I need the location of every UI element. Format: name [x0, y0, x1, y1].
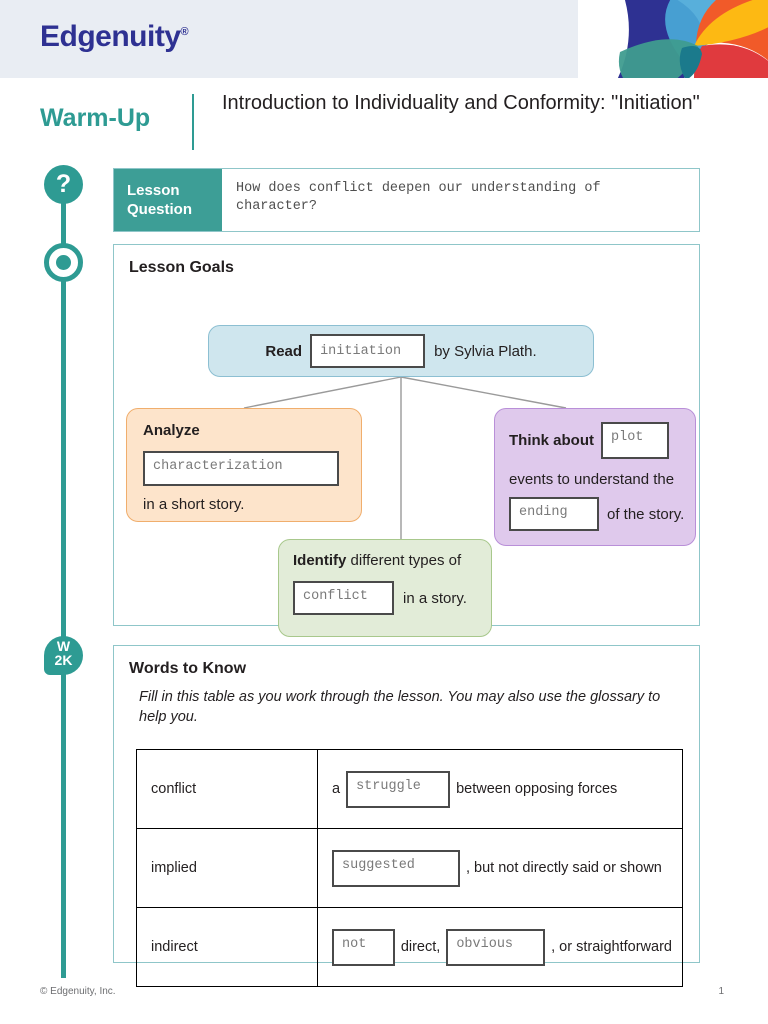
goal-read-suffix: by Sylvia Plath.	[434, 342, 537, 360]
lesson-question-panel: Lesson Question How does conflict deepen…	[113, 168, 700, 232]
goal-think-tail: of the story.	[607, 505, 685, 523]
vocabulary-answer-input[interactable]: suggested	[332, 849, 460, 887]
goal-think-box: Think about plot events to understand th…	[494, 408, 696, 546]
table-row: conflict a struggle between opposing forces	[136, 749, 683, 829]
goal-identify-box: Identify different types of conflict in …	[278, 539, 492, 637]
words-to-know-instructions: Fill in this table as you work through t…	[139, 689, 661, 725]
definition-flow: a struggle between opposing forces	[332, 770, 672, 808]
goal-identify-label-rest: different types of	[350, 552, 462, 569]
words-to-know-glyph: W 2K	[44, 636, 83, 675]
vocabulary-definition: suggested , but not directly said or show…	[317, 828, 683, 908]
app-header: Edgenuity®	[0, 0, 768, 78]
goal-read-box: Read initiation by Sylvia Plath.	[208, 325, 594, 377]
goal-analyze-box: Analyze characterization in a short stor…	[126, 408, 362, 522]
table-row: implied suggested , but not directly said …	[136, 828, 683, 908]
goal-read-answer-input[interactable]: initiation	[310, 334, 426, 368]
words-to-know-panel: Words to Know Fill in this table as you …	[113, 645, 700, 987]
lesson-question-tag-line-1: Lesson	[127, 182, 180, 199]
lesson-question-tag: Lesson Question	[114, 169, 222, 231]
vocabulary-answer-input[interactable]: obvious	[446, 928, 546, 966]
goal-identify-answer-input[interactable]: conflict	[293, 581, 394, 615]
edgenuity-petal-graphic	[578, 0, 768, 78]
w2k-line-2: 2K	[54, 652, 73, 668]
vocabulary-answer-input[interactable]: not	[332, 928, 395, 966]
goal-analyze-answer-input[interactable]: characterization	[143, 451, 339, 486]
question-mark-glyph: ?	[44, 165, 83, 204]
registered-trademark-icon: ®	[180, 26, 189, 38]
goal-think-middle: events to understand the	[509, 471, 675, 488]
copyright-notice: © Edgenuity, Inc.	[40, 986, 116, 997]
edgenuity-logo: Edgenuity®	[40, 20, 189, 54]
vocabulary-answer-input[interactable]: struggle	[346, 770, 451, 808]
table-row: indirect not direct, obvious , or straightfo…	[136, 907, 683, 987]
lesson-goals-panel: Lesson Goals Read initiation by Sylvia P…	[113, 244, 701, 637]
vocabulary-definition: not direct, obvious , or straightforward	[317, 907, 683, 987]
goal-think-answer-input-2[interactable]: ending	[509, 497, 599, 531]
definition-text: direct,	[400, 939, 441, 955]
page-title: Introduction to Individuality and Confor…	[222, 92, 700, 114]
section-rail	[61, 176, 66, 978]
w2k-line-1: W	[56, 638, 71, 654]
page-number: 1	[718, 986, 724, 997]
goal-analyze-tail: in a short story.	[143, 496, 245, 513]
lesson-question-text: How does conflict deepen our understandi…	[236, 181, 601, 214]
vocabulary-term: indirect	[136, 907, 318, 987]
goal-read-label: Read	[265, 342, 303, 360]
target-glyph	[44, 243, 83, 282]
goal-think-label: Think about	[509, 432, 594, 449]
words-to-know-icon: W 2K	[44, 636, 83, 675]
definition-flow: not direct, obvious , or straightforward	[332, 928, 672, 966]
diagram-connectors	[243, 376, 567, 539]
vocabulary-table: conflict a struggle between opposing forces…	[136, 749, 683, 987]
title-divider	[192, 94, 194, 150]
words-to-know-heading: Words to Know	[129, 660, 247, 677]
vocabulary-term: implied	[136, 828, 318, 908]
goal-identify-tail: in a story.	[403, 589, 467, 607]
lesson-goals-diagram: Read initiation by Sylvia Plath. Analyze…	[114, 277, 701, 637]
lesson-goals-heading: Lesson Goals	[129, 259, 234, 276]
goal-analyze-label: Analyze	[143, 422, 200, 439]
vocabulary-table-body: conflict a struggle between opposing forces…	[136, 749, 683, 987]
definition-text: , but not directly said or shown	[466, 860, 662, 876]
question-mark-icon: ?	[44, 165, 83, 204]
definition-text: a	[332, 781, 341, 797]
brand-name: Edgenuity	[40, 20, 181, 53]
definition-flow: suggested , but not directly said or show…	[332, 849, 672, 887]
activity-type-label: Warm-Up	[40, 104, 151, 132]
page-title-row: Warm-Up Introduction to Individuality an…	[0, 78, 768, 170]
lesson-question-tag-line-2: Question	[127, 201, 193, 218]
goal-identify-label: Identify	[293, 552, 347, 569]
target-icon	[44, 243, 83, 282]
vocabulary-definition: a struggle between opposing forces	[317, 749, 683, 829]
goal-think-answer-input-1[interactable]: plot	[601, 422, 669, 459]
definition-text: , or straightforward	[551, 939, 672, 955]
vocabulary-term: conflict	[136, 749, 318, 829]
definition-text: between opposing forces	[456, 781, 618, 797]
